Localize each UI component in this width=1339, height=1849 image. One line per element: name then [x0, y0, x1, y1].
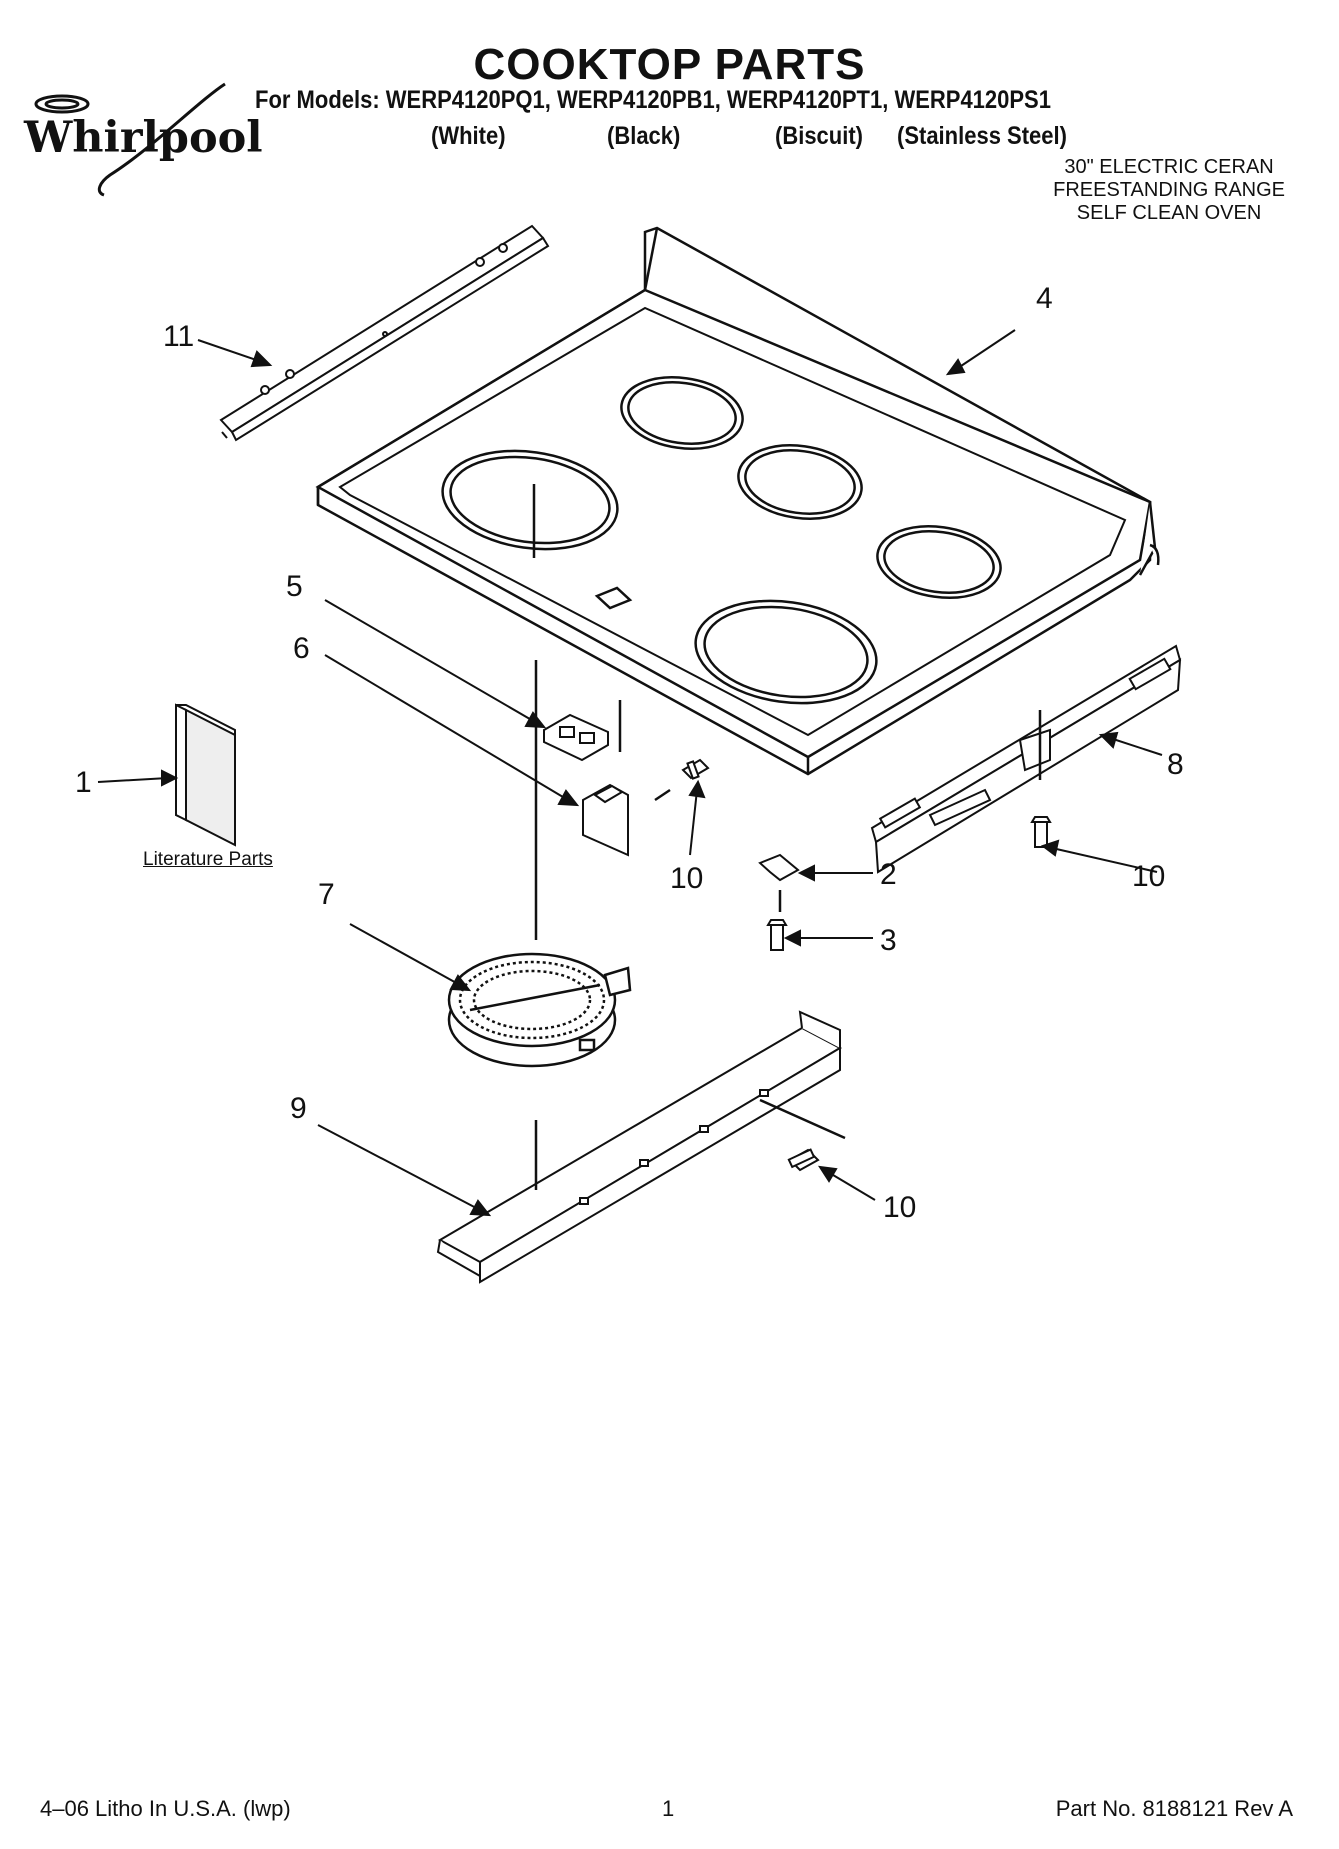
callout-11: 11 [163, 320, 195, 353]
callout-4: 4 [1036, 282, 1053, 315]
callout-2: 2 [880, 858, 897, 891]
color-black: (Black) [607, 122, 681, 150]
part-5-switch [543, 713, 609, 762]
range-description: 30" ELECTRIC CERAN FREESTANDING RANGE SE… [1053, 156, 1285, 225]
footer-litho: 4–06 Litho In U.S.A. (lwp) [40, 1796, 291, 1821]
part-7-heating-element [447, 952, 632, 1068]
part-10-screw-b [1030, 816, 1052, 848]
logo-text: Whirlpool [23, 113, 263, 163]
callout-3: 3 [880, 924, 897, 957]
callout-1: 1 [75, 766, 92, 799]
part-4-cooktop [315, 226, 1160, 776]
range-line-2: FREESTANDING RANGE [1053, 179, 1285, 201]
part-9-rail [436, 1010, 843, 1284]
part-11-rear-bracket [219, 224, 550, 442]
part-10-screw-c [787, 1148, 820, 1172]
color-white: (White) [431, 122, 506, 150]
range-line-1: 30" ELECTRIC CERAN [1064, 156, 1274, 178]
footer-page-number: 1 [662, 1796, 675, 1821]
whirlpool-logo [34, 82, 226, 197]
part-10-screw-a [681, 758, 710, 780]
callout-10-c: 10 [883, 1191, 917, 1224]
callout-10-a: 10 [670, 862, 704, 895]
part-3-screw [766, 919, 788, 951]
footer-part-number: Part No. 8188121 Rev A [1055, 1796, 1293, 1821]
literature-parts-label: Literature Parts [143, 849, 273, 870]
color-stainless: (Stainless Steel) [897, 122, 1067, 150]
part-6-bracket [582, 783, 629, 857]
callout-10-b: 10 [1132, 860, 1166, 893]
page-title: COOKTOP PARTS [473, 40, 866, 89]
alignment-lines [534, 660, 1042, 1190]
range-line-3: SELF CLEAN OVEN [1076, 202, 1262, 224]
part-1-literature [175, 703, 236, 847]
callout-7: 7 [318, 878, 335, 911]
color-biscuit: (Biscuit) [775, 122, 863, 150]
part-2-clip [758, 853, 800, 882]
callout-6: 6 [293, 632, 310, 665]
callout-5: 5 [286, 570, 303, 603]
callout-8: 8 [1167, 748, 1184, 781]
callout-9: 9 [290, 1092, 307, 1125]
leader-arrows [97, 329, 1163, 1217]
models-line: For Models: WERP4120PQ1, WERP4120PB1, WE… [255, 86, 1051, 114]
